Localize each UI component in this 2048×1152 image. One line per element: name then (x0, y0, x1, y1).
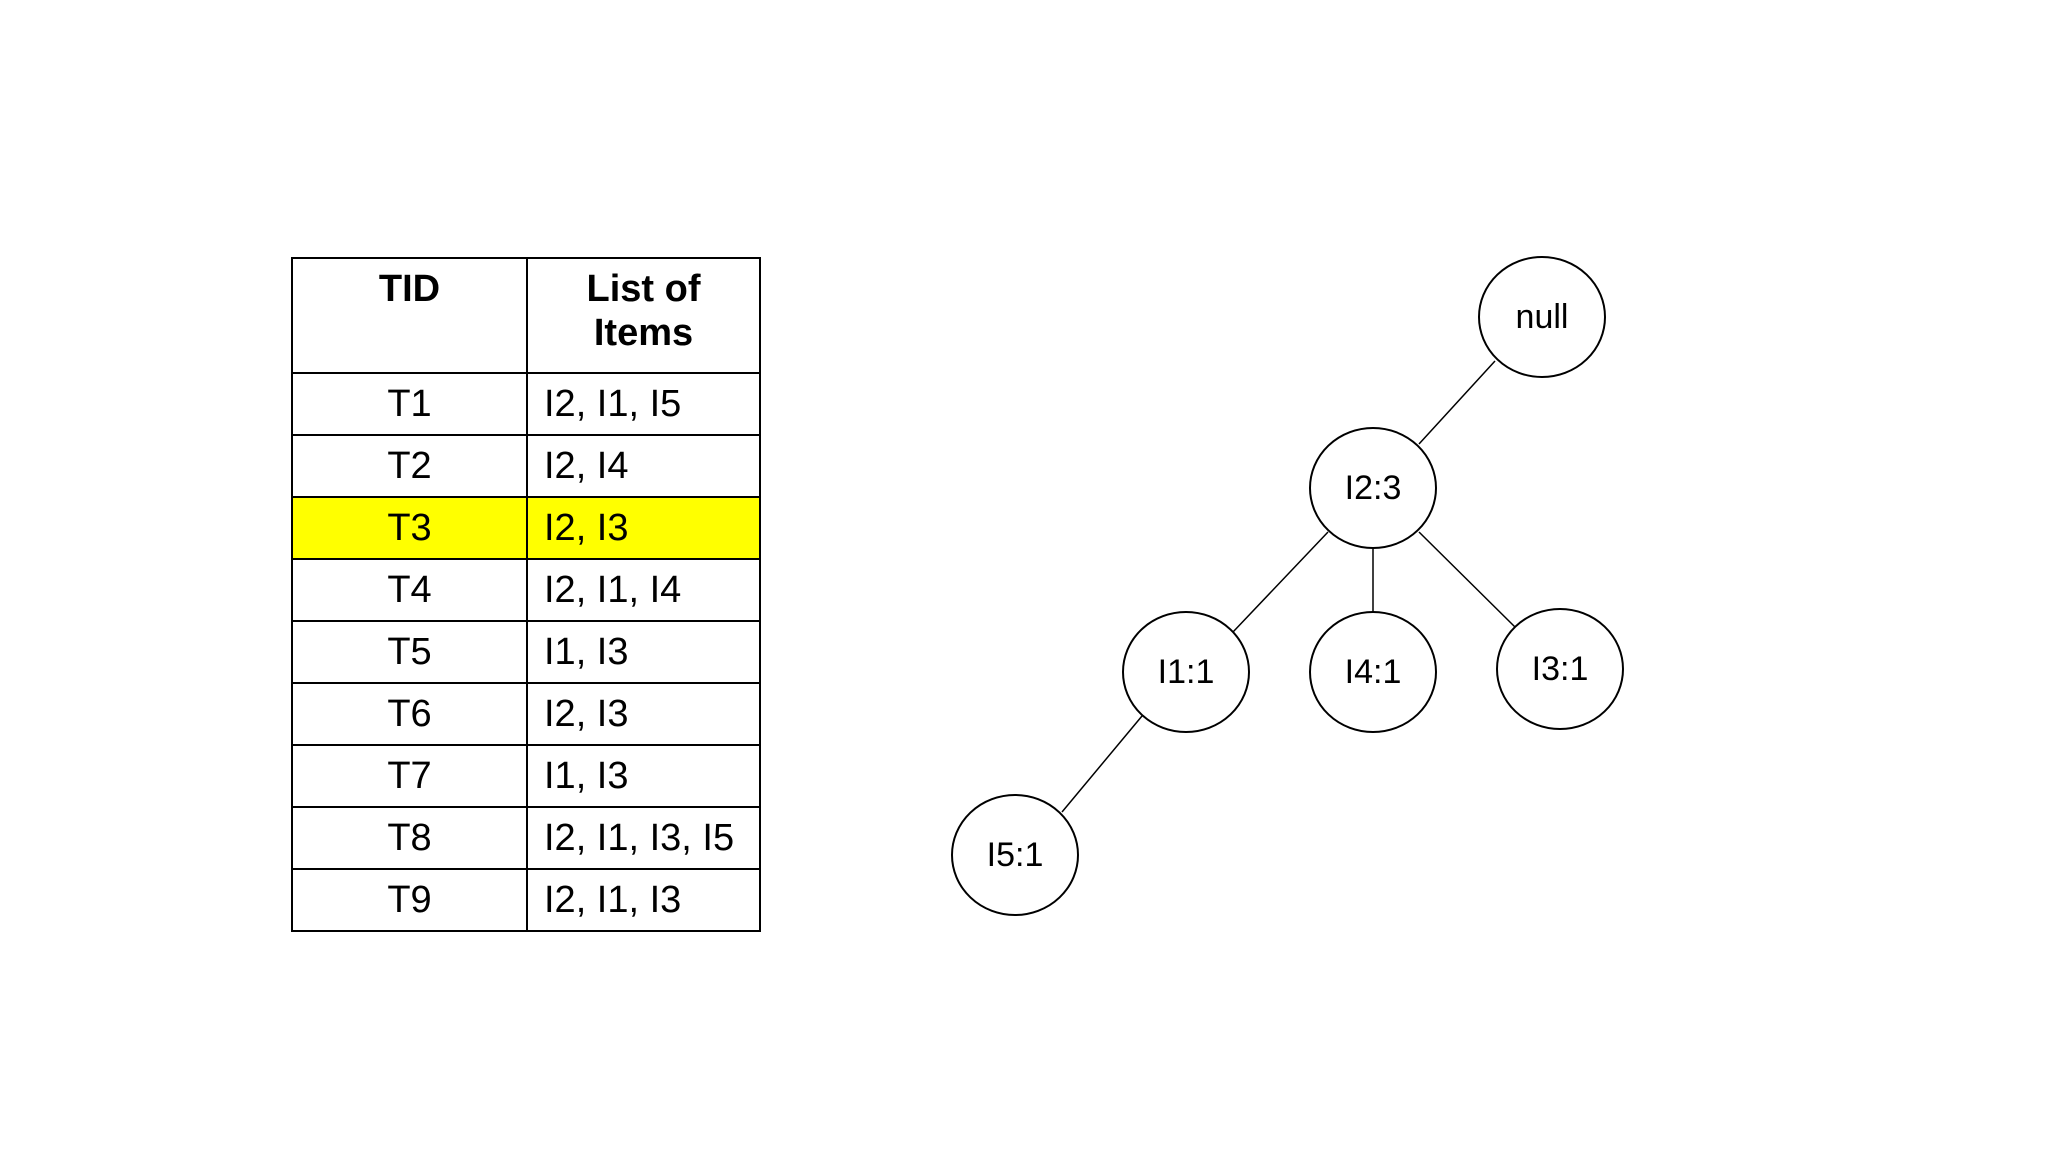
tid-cell: T2 (291, 434, 528, 498)
node-label: I5:1 (987, 836, 1044, 874)
node-label: I3:1 (1532, 650, 1589, 688)
table-row: T2 I2, I4 (291, 434, 761, 498)
table-row: T6 I2, I3 (291, 682, 761, 746)
items-cell: I1, I3 (526, 620, 761, 684)
tid-cell: T3 (291, 496, 528, 560)
items-header-line-2: Items (593, 312, 694, 354)
node-circle (1309, 611, 1437, 733)
edge-null-to-i2 (1418, 360, 1496, 445)
items-header: List of Items (526, 257, 761, 374)
items-cell: I2, I3 (526, 682, 761, 746)
table-row: T7 I1, I3 (291, 744, 761, 808)
items-cell: I2, I1, I3, I5 (526, 806, 761, 870)
node-circle (1496, 608, 1624, 730)
tree-node-i1: I1:1 (1122, 611, 1250, 733)
table-row: T4 I2, I1, I4 (291, 558, 761, 622)
tid-cell: T4 (291, 558, 528, 622)
tree-node-i3: I3:1 (1496, 608, 1624, 730)
items-cell: I2, I1, I3 (526, 868, 761, 932)
tree-node-i5: I5:1 (951, 794, 1079, 916)
items-header-line-1: List of (586, 268, 701, 310)
node-circle (1478, 256, 1606, 378)
tid-header: TID (291, 257, 528, 374)
tid-cell: T8 (291, 806, 528, 870)
tree-node-i2: I2:3 (1309, 427, 1437, 549)
tid-cell: T7 (291, 744, 528, 808)
tree-nodes: null I2:3 I1:1 I4:1 I3:1 I5:1 (951, 256, 1624, 916)
node-label: I2:3 (1345, 469, 1402, 507)
items-cell: I2, I1, I5 (526, 372, 761, 436)
table-row: T9 I2, I1, I3 (291, 868, 761, 932)
edge-i1-to-i5 (1061, 715, 1143, 813)
node-circle (1309, 427, 1437, 549)
node-circle (1122, 611, 1250, 733)
node-label: I4:1 (1345, 653, 1402, 691)
node-circle (951, 794, 1079, 916)
tree-node-null: null (1478, 256, 1606, 378)
table-row: T5 I1, I3 (291, 620, 761, 684)
node-label: I1:1 (1158, 653, 1215, 691)
edge-i2-to-i1 (1232, 531, 1329, 633)
tid-cell: T5 (291, 620, 528, 684)
table-row: T1 I2, I1, I5 (291, 372, 761, 436)
items-cell: I1, I3 (526, 744, 761, 808)
items-cell: I2, I4 (526, 434, 761, 498)
items-cell: I2, I3 (526, 496, 761, 560)
table-header-row: TID List of Items (291, 257, 761, 374)
tid-cell: T6 (291, 682, 528, 746)
table-row-highlighted: T3 I2, I3 (291, 496, 761, 560)
tree-node-i4: I4:1 (1309, 611, 1437, 733)
table-row: T8 I2, I1, I3, I5 (291, 806, 761, 870)
tid-cell: T9 (291, 868, 528, 932)
transaction-table: TID List of Items T1 I2, I1, I5 T2 I2, I… (291, 257, 761, 932)
edge-i2-to-i3 (1418, 531, 1516, 628)
node-label: null (1516, 298, 1569, 336)
tree-edges (1061, 360, 1516, 813)
items-cell: I2, I1, I4 (526, 558, 761, 622)
tid-cell: T1 (291, 372, 528, 436)
